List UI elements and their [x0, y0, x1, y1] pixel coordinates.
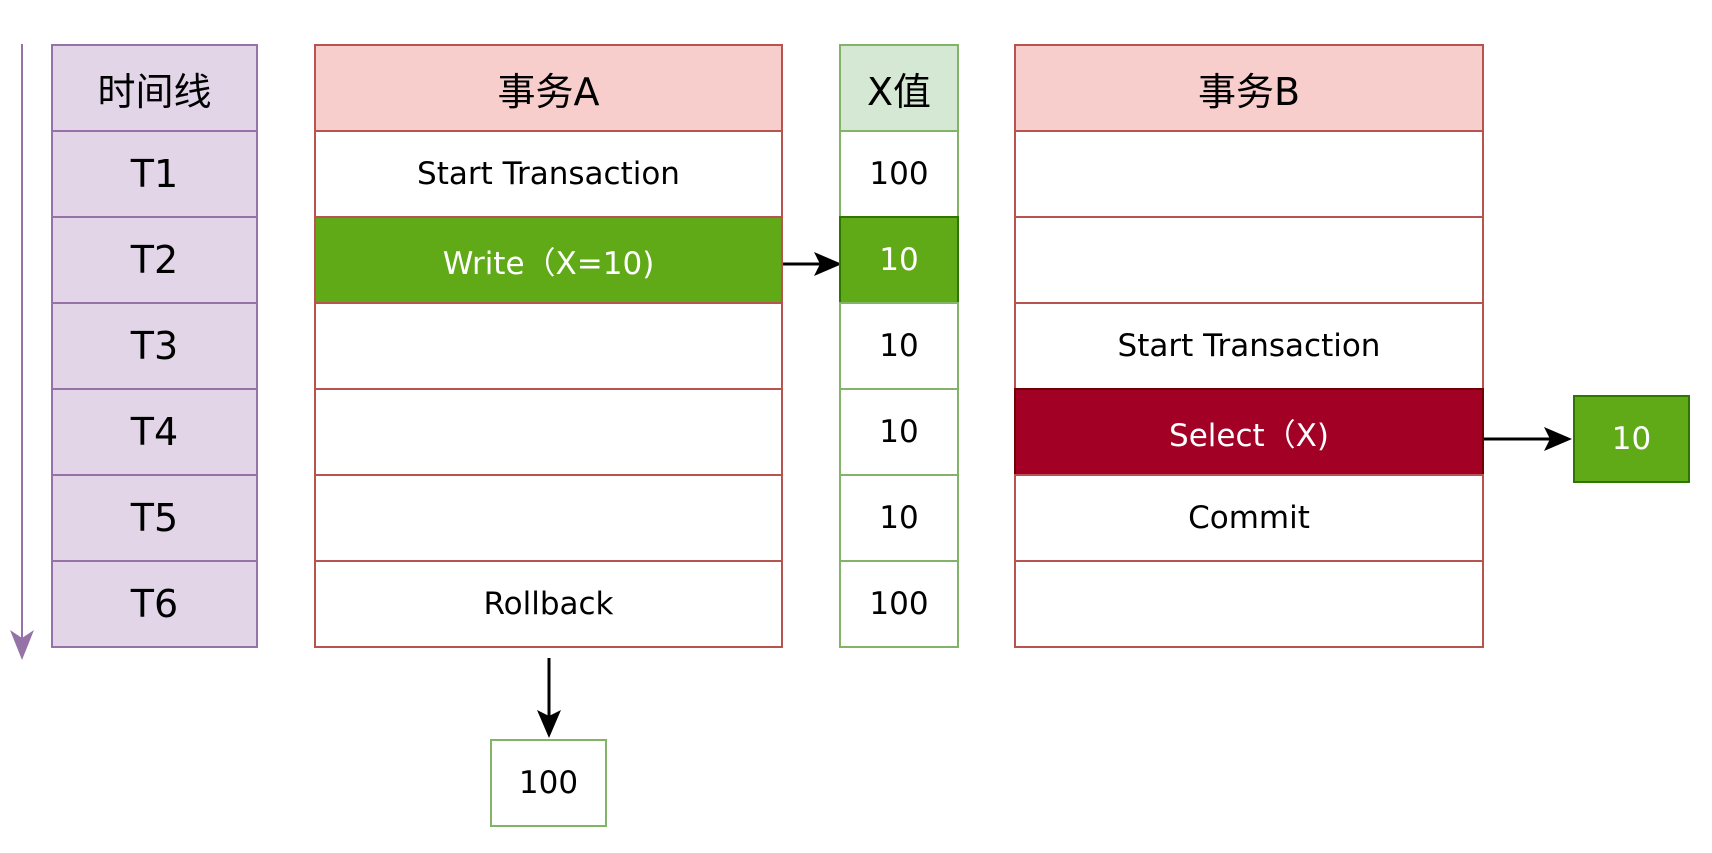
timeline-row-t4: T4 [51, 388, 258, 476]
transaction-a-column: 事务A Start Transaction Write（X=10) Rollba… [314, 44, 783, 648]
timeline-arrow [10, 44, 34, 660]
timeline-row-t3: T3 [51, 302, 258, 390]
rollback-result-box: 100 [490, 739, 607, 827]
transaction-b-header: 事务B [1014, 44, 1484, 132]
x-value-row-4: 10 [839, 388, 959, 476]
x-value-row-5: 10 [839, 474, 959, 562]
x-value-row-2: 10 [839, 216, 959, 304]
transaction-b-row-2 [1014, 216, 1484, 304]
transaction-a-row-5 [314, 474, 783, 562]
select-result-box: 10 [1573, 395, 1690, 483]
timeline-header: 时间线 [51, 44, 258, 132]
transaction-b-column: 事务B Start Transaction Select（X) Commit [1014, 44, 1484, 648]
transaction-a-row-1: Start Transaction [314, 130, 783, 218]
timeline-row-t6: T6 [51, 560, 258, 648]
transaction-b-commit-cell: Commit [1014, 474, 1484, 562]
transaction-a-rollback-cell: Rollback [314, 560, 783, 648]
transaction-a-header: 事务A [314, 44, 783, 132]
transaction-b-row-6 [1014, 560, 1484, 648]
transaction-b-start-cell: Start Transaction [1014, 302, 1484, 390]
transaction-a-write-cell: Write（X=10) [314, 216, 783, 304]
x-value-header: X值 [839, 44, 959, 132]
timeline-column: 时间线 T1 T2 T3 T4 T5 T6 [51, 44, 258, 648]
x-value-column: X值 100 10 10 10 10 100 [839, 44, 959, 648]
write-to-x-arrow [782, 252, 842, 276]
rollback-to-result-arrow [537, 658, 561, 738]
timeline-row-t1: T1 [51, 130, 258, 218]
x-value-row-1: 100 [839, 130, 959, 218]
transaction-a-row-4 [314, 388, 783, 476]
select-to-result-arrow [1484, 427, 1572, 451]
transaction-b-row-1 [1014, 130, 1484, 218]
transaction-a-row-3 [314, 302, 783, 390]
x-value-row-6: 100 [839, 560, 959, 648]
timeline-row-t5: T5 [51, 474, 258, 562]
x-value-row-3: 10 [839, 302, 959, 390]
transaction-b-select-cell: Select（X) [1014, 388, 1484, 476]
timeline-row-t2: T2 [51, 216, 258, 304]
